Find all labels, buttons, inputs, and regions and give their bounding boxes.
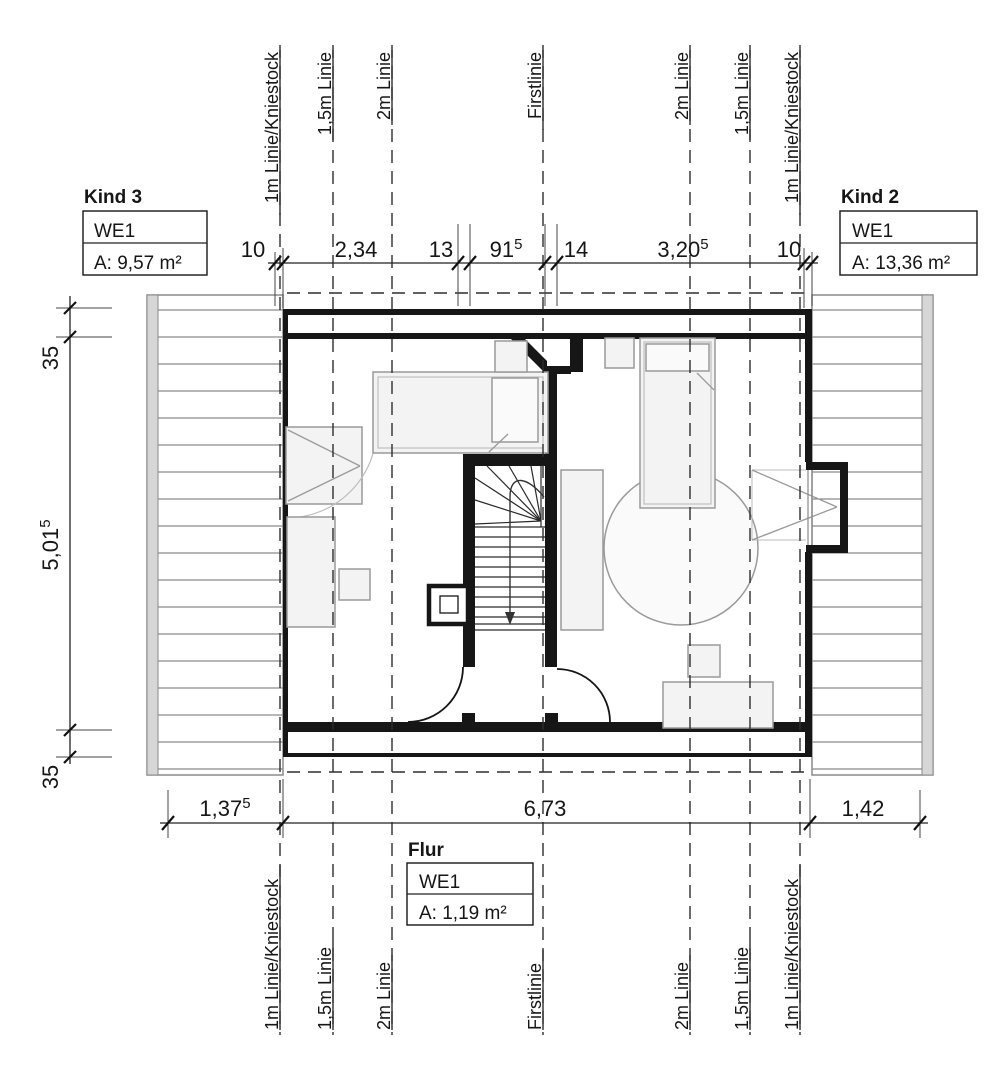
kind3-furniture (285, 340, 549, 628)
area-label: A: 9,57 m² (94, 253, 182, 274)
kind3-nightstand (494, 340, 528, 373)
dim-label: 915 (490, 236, 523, 262)
dimension-chain-left: 35 5,015 35 (37, 296, 112, 789)
stair-walk-line (509, 479, 545, 614)
room-title-flur: Flur (408, 840, 444, 861)
chimney (426, 583, 471, 627)
guide-label: 1,5m Linie (732, 947, 752, 1030)
dim-label: 3,205 (657, 236, 708, 262)
kind3-desk (286, 516, 336, 628)
dim-label: 5,015 (37, 519, 63, 570)
dim-label: 35 (38, 765, 63, 789)
kind2-label: Kind 2 WE1 A: 13,36 m² (839, 187, 978, 276)
right-roof-area (811, 294, 934, 776)
flur-label: Flur WE1 A: 1,19 m² (406, 840, 534, 926)
doors (407, 666, 611, 723)
bottom-inner-wall (283, 722, 810, 732)
kind3-label: Kind 3 WE1 A: 9,57 m² (82, 187, 208, 276)
guide-label: 1m Linie/Kniestock (262, 51, 282, 203)
dim-label: 1,375 (199, 795, 250, 821)
kind3-chair (338, 568, 371, 601)
top-inner-wall (283, 333, 810, 339)
kind2-left-wall-upper (570, 339, 583, 372)
stair-left-wall (463, 454, 475, 667)
door-stop-left (462, 713, 475, 722)
dim-label: 13 (429, 237, 453, 262)
room-title-kind3: Kind 3 (84, 187, 142, 208)
kind2-desk (662, 681, 774, 729)
dim-label: 10 (241, 237, 265, 262)
guide-labels-top: 1m Linie/Kniestock 1,5m Linie 2m Linie F… (262, 51, 802, 203)
right-wall-lower (805, 552, 812, 757)
guide-label: 1m Linie/Kniestock (782, 878, 802, 1030)
kind3-window-wardrobe (285, 426, 363, 505)
dim-label: 6,73 (524, 796, 567, 821)
kind3-door-swing (407, 666, 464, 723)
guide-labels-bottom: 1m Linie/Kniestock 1,5m Linie 2m Linie F… (262, 878, 802, 1030)
area-label: A: 13,36 m² (852, 253, 950, 274)
left-roof-hatch (147, 295, 283, 775)
guide-label: 1,5m Linie (315, 52, 335, 135)
stair-direction-arrow (505, 612, 515, 625)
dimension-ticks (63, 301, 77, 764)
left-wall (283, 309, 288, 757)
kind2-chair (687, 644, 721, 678)
kind3-pillow (491, 377, 539, 443)
dim-label: 35 (38, 346, 63, 370)
top-outer-wall (283, 309, 810, 315)
kind3-blanket-fold (488, 433, 509, 453)
kind2-door-swing (556, 668, 611, 723)
kind2-nightstand (604, 337, 635, 369)
guide-label: 2m Linie (672, 52, 692, 120)
kind2-wall-jog (557, 366, 571, 374)
guide-label: 2m Linie (374, 962, 394, 1030)
guide-label: 1,5m Linie (732, 52, 752, 135)
dim-label: 10 (777, 237, 801, 262)
kind2-blanket-fold (696, 372, 715, 391)
dimension-chain-bottom: 1,375 6,73 1,42 (160, 779, 928, 838)
room-title-kind2: Kind 2 (841, 187, 899, 208)
dimension-ticks (161, 815, 927, 831)
dim-label: 14 (564, 237, 588, 262)
bottom-outer-wall (283, 753, 810, 757)
dim-label: 1,42 (842, 796, 885, 821)
left-roof-edge-band (146, 294, 159, 776)
guide-label: Firstlinie (525, 52, 545, 119)
left-roof-area (146, 294, 284, 776)
dormer-window (751, 462, 848, 553)
stair-top-wall (463, 454, 557, 466)
door-stop-right (545, 713, 558, 722)
guide-label: 1,5m Linie (315, 947, 335, 1030)
kind2-pillow (645, 343, 710, 372)
area-label: A: 1,19 m² (419, 903, 507, 924)
unit-label: WE1 (94, 221, 135, 242)
guide-label: 2m Linie (672, 962, 692, 1030)
unit-label: WE1 (852, 221, 893, 242)
guide-label: 1m Linie/Kniestock (782, 51, 802, 203)
guide-label: 2m Linie (374, 52, 394, 120)
kind2-shelf (560, 469, 604, 631)
stair-winders (474, 465, 542, 527)
guide-label: Firstlinie (525, 963, 545, 1030)
guide-label: 1m Linie/Kniestock (262, 878, 282, 1030)
dimension-chain-top: 10 2,34 13 915 14 3,205 10 (241, 224, 819, 308)
guide-lines (279, 45, 806, 1035)
right-wall-upper (805, 309, 812, 462)
walls (283, 309, 812, 757)
right-roof-edge-band (921, 294, 934, 776)
right-roof-hatch (812, 295, 933, 775)
unit-label: WE1 (419, 872, 460, 893)
kind2-furniture (560, 337, 848, 729)
dim-label: 2,34 (335, 237, 378, 262)
staircase (426, 465, 545, 631)
dimension-ticks (268, 255, 819, 271)
